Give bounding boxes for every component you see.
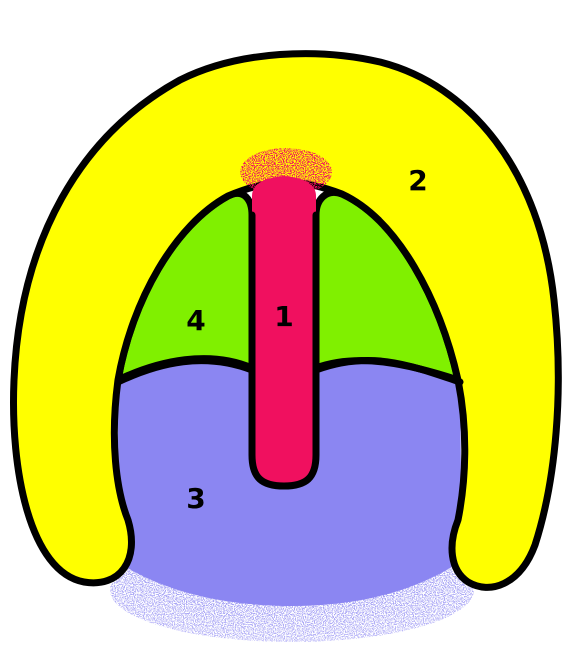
- region-4-label: 4: [186, 304, 205, 337]
- region-2-label: 2: [408, 164, 427, 197]
- region-3-label: 3: [186, 482, 205, 515]
- region-1-label: 1: [274, 300, 293, 333]
